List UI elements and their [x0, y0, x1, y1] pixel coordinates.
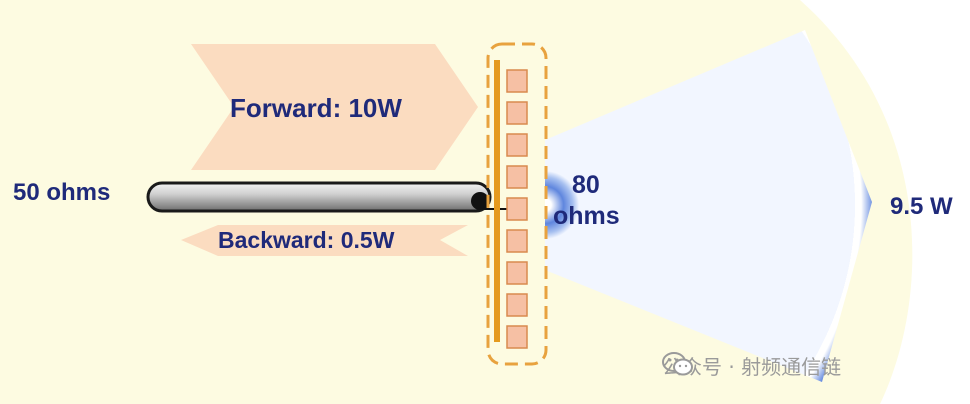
watermark: 公众号 · 射频通信链: [662, 351, 841, 380]
antenna-element: [506, 133, 528, 157]
antenna-element: [506, 261, 528, 285]
background-corner: [800, 0, 970, 404]
cable-end: [471, 192, 489, 210]
antenna-element: [506, 165, 528, 189]
antenna-outline: [486, 42, 548, 366]
antenna-feedline: [494, 60, 500, 342]
forward-arrow: [191, 44, 478, 170]
antenna-element: [506, 325, 528, 349]
antenna-elements: [506, 69, 528, 349]
source-impedance-label: 50 ohms: [13, 179, 111, 206]
backward-power-label: Backward: 0.5W: [218, 227, 395, 253]
radiation-beam: [545, 30, 872, 382]
antenna-element: [506, 293, 528, 317]
antenna-element: [506, 229, 528, 253]
antenna-impedance-unit: ohms: [553, 202, 620, 230]
radiated-power-label: 9.5 W: [890, 193, 953, 220]
wechat-icon: [662, 352, 693, 376]
forward-power-label: Forward: 10W: [230, 93, 402, 123]
antenna-element: [506, 69, 528, 93]
antenna-impedance-value: 80: [572, 171, 600, 199]
coax-cable: [146, 181, 492, 213]
antenna-element: [506, 101, 528, 125]
antenna-element: [506, 197, 528, 221]
backward-arrow: [181, 225, 468, 256]
